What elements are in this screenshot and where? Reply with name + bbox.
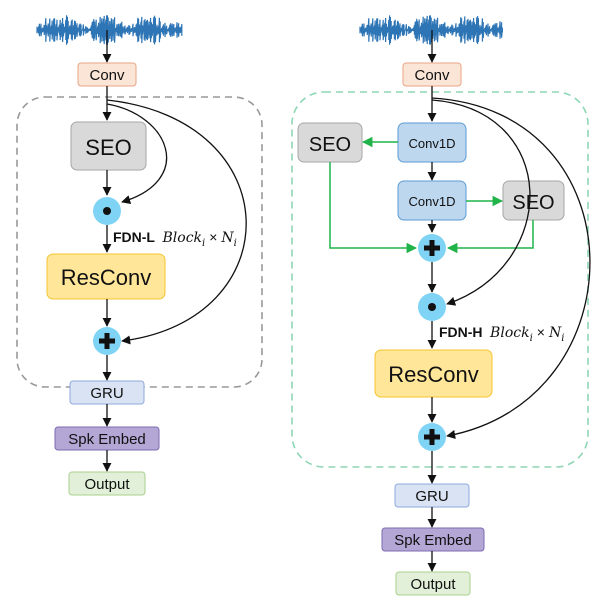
skip-arrow-to-add-left (106, 99, 247, 345)
skip-arrow-to-mult-right (431, 99, 531, 306)
output-label-left: Output (84, 476, 130, 493)
resconv-label-left: ResConv (61, 265, 151, 290)
waveform-right-icon (359, 15, 503, 45)
skip-arrow-to-add-right (431, 97, 591, 439)
green-arrow-seo-left-to-add (329, 162, 418, 254)
seo-label-right-left: SEO (309, 134, 351, 156)
spk-embed-label-left: Spk Embed (68, 431, 146, 448)
conv1d-label-a: Conv1D (409, 136, 456, 151)
seo-label-left: SEO (85, 135, 131, 160)
resconv-label-right: ResConv (388, 362, 478, 387)
output-box-left (68, 471, 146, 496)
green-arrow-seo-right-to-add (446, 220, 534, 254)
conv-label-left: Conv (89, 67, 125, 84)
conv-label-right: Conv (414, 67, 450, 84)
skip-arrow-to-mult-left (106, 103, 168, 204)
spk-embed-box-right (381, 527, 485, 552)
waveform-left-icon (36, 15, 183, 45)
right-diagram: Conv Conv1D SEO Conv1D SEO (291, 15, 591, 596)
seo-box-left (70, 121, 147, 171)
conv1d-label-b: Conv1D (409, 194, 456, 209)
left-diagram: Conv SEO FDN-L Blocki×Ni ResConv (16, 15, 263, 496)
resconv-box-right (374, 349, 493, 398)
resconv-box-left (46, 253, 166, 300)
svg-text:FDN-L Blocki×Ni: FDN-L Blocki×Ni (113, 229, 237, 249)
fdn-h-block-caption: FDN-H Blocki×Ni (439, 324, 564, 344)
fdn-l-block-caption: FDN-L Blocki×Ni (113, 229, 237, 249)
svg-text:FDN-H Blocki×Ni: FDN-H Blocki×Ni (439, 324, 564, 344)
gru-label-left: GRU (90, 385, 123, 402)
spk-embed-label-right: Spk Embed (394, 532, 472, 549)
output-label-right: Output (410, 576, 456, 593)
fdn-h-block-frame (291, 91, 589, 468)
output-box-right (395, 571, 471, 596)
seo-label-right-right: SEO (512, 192, 554, 214)
gru-label-right: GRU (415, 488, 448, 505)
